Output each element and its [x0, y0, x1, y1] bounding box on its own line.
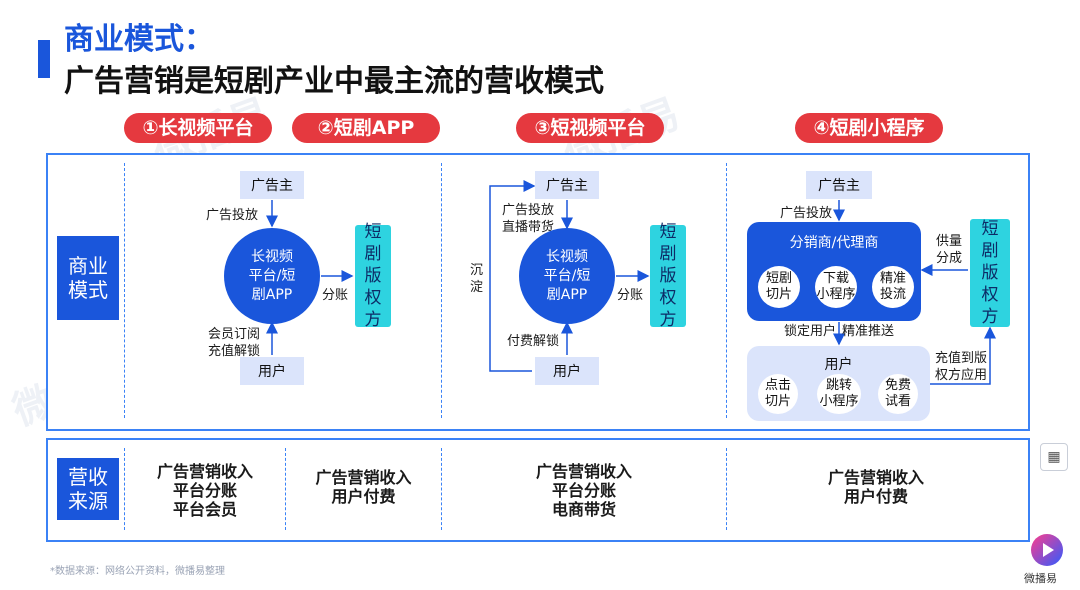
user-node: 用户	[240, 357, 304, 385]
paid-unlock-label: 付费解锁	[507, 334, 560, 349]
dashed-divider	[441, 448, 442, 530]
dist-item-clip: 短剧 切片	[758, 266, 800, 308]
advertiser-node: 广告主	[240, 171, 304, 199]
revenue-long-video: 广告营销收入 平台分账 平台会员	[156, 462, 253, 519]
dashed-divider	[726, 163, 727, 418]
revenue-share-label: 分账	[322, 288, 349, 303]
revenue-frame	[46, 438, 1030, 542]
dashed-divider	[726, 448, 727, 530]
user-item-trial: 免费 试看	[878, 374, 918, 414]
play-logo-icon	[1031, 534, 1063, 566]
retention-label: 沉 淀	[470, 263, 484, 295]
row-label-business: 商业 模式	[57, 236, 119, 320]
lock-user-label: 锁定用户	[784, 324, 837, 339]
advertiser-node: 广告主	[806, 171, 872, 199]
rights-holder-box: 短 剧 版 权 方	[650, 222, 686, 330]
rights-holder-box: 短 剧 版 权 方	[970, 219, 1010, 327]
platform-circle: 长视频 平台/短 剧APP	[519, 228, 615, 324]
user-item-jump: 跳转 小程序	[817, 374, 861, 414]
dist-item-download: 下载 小程序	[815, 266, 857, 308]
column-pill-long-video: ①长视频平台	[124, 113, 272, 143]
title-accent-bar	[38, 40, 50, 78]
dashed-divider	[441, 163, 442, 418]
column-pill-short-video: ③短视频平台	[516, 113, 664, 143]
column-pill-short-drama-app: ②短剧APP	[292, 113, 440, 143]
recharge-label: 充值到版 权方应用	[935, 351, 988, 383]
member-subscription-label: 会员订阅 充值解锁	[208, 327, 261, 359]
user-item-click: 点击 切片	[758, 374, 798, 414]
dashed-divider	[285, 448, 286, 530]
precise-push-label: 精准推送	[842, 324, 895, 339]
page-title-line2: 广告营销是短剧产业中最主流的营收模式	[64, 64, 604, 99]
dashed-divider	[124, 448, 125, 530]
data-source-footer: *数据来源：网络公开资料，微播易整理	[50, 566, 225, 577]
platform-circle: 长视频 平台/短 剧APP	[224, 228, 320, 324]
revenue-short-video: 广告营销收入 平台分账 电商带货	[535, 462, 632, 519]
ad-placement-label: 广告投放	[206, 208, 259, 223]
qr-scan-icon[interactable]: ▦	[1040, 443, 1068, 471]
ad-placement-label: 广告投放	[780, 206, 833, 221]
logo-text: 微播易	[1024, 572, 1057, 585]
column-pill-mini-program: ④短剧小程序	[795, 113, 943, 143]
dashed-divider	[124, 163, 125, 418]
row-label-revenue: 营收 来源	[57, 458, 119, 520]
rights-holder-box: 短 剧 版 权 方	[355, 222, 391, 330]
user-node: 用户	[535, 357, 599, 385]
page-title-line1: 商业模式：	[64, 22, 214, 57]
revenue-short-drama-app: 广告营销收入 用户付费	[315, 468, 412, 506]
supply-share-label: 供量 分成	[936, 234, 963, 266]
revenue-mini-program: 广告营销收入 用户付费	[827, 468, 924, 506]
ad-placement-label: 广告投放 直播带货	[502, 203, 555, 235]
dist-item-traffic: 精准 投流	[872, 266, 914, 308]
user-box-title: 用户	[824, 357, 853, 373]
revenue-share-label: 分账	[617, 288, 644, 303]
distributor-title: 分销商/代理商	[789, 235, 879, 251]
advertiser-node: 广告主	[535, 171, 599, 199]
